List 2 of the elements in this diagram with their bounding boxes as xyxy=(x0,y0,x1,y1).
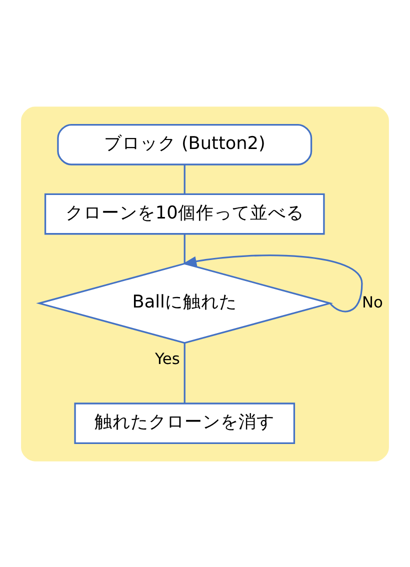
edge-label: Yes xyxy=(155,350,180,368)
edge-label: No xyxy=(362,292,383,311)
